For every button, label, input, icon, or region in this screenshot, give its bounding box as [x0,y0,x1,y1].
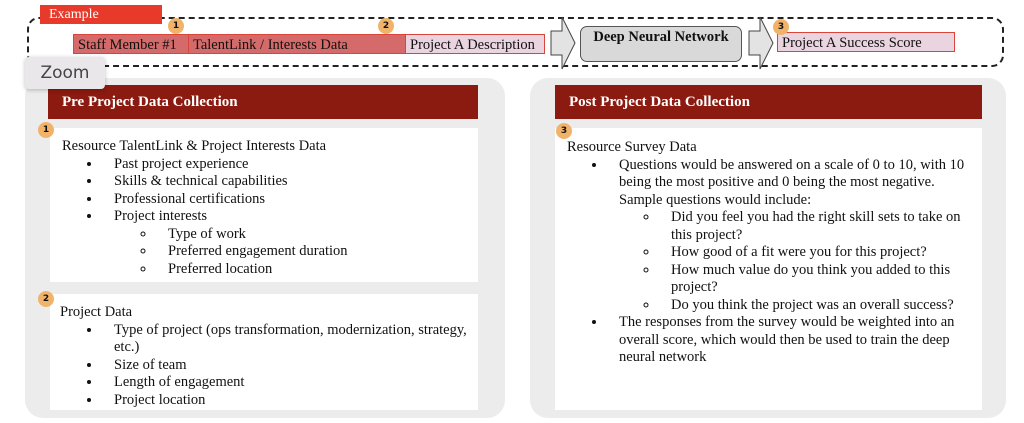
sub-list-item: Preferred location [156,261,478,279]
arrow-right-icon [550,16,576,70]
sub-list-item: Preferred engagement duration [156,243,478,261]
step-badge-3: 3 [773,19,789,35]
example-flow-frame [27,17,1004,67]
sub-list-item: Do you think the project was an overall … [659,297,970,315]
step-badge-2: 2 [38,291,54,307]
talentlink-cell: TalentLink / Interests Data [188,34,406,54]
staff-member-cell: Staff Member #1 [73,34,189,54]
list-item: Questions would be answered on a scale o… [607,157,970,315]
sub-list-item: How good of a fit were you for this proj… [659,244,970,262]
list-item: Type of project (ops transformation, mod… [102,322,478,357]
project-description-cell: Project A Description [405,34,545,54]
sub-list-item: How much value do you think you added to… [659,262,970,297]
step-badge-1: 1 [168,18,184,34]
section-heading: Project Data [60,304,133,320]
sub-list-item: Did you feel you had the right skill set… [659,209,970,244]
step-badge-1: 1 [38,122,54,138]
survey-section: Resource Survey Data Questions would be … [555,128,982,410]
step-badge-2: 2 [378,18,394,34]
success-score-cell: Project A Success Score [777,32,955,52]
section-heading: Resource TalentLink & Project Interests … [62,138,327,154]
arrow-right-icon [748,16,774,70]
pre-project-header: Pre Project Data Collection [48,85,478,119]
list-item: Past project experience [102,156,478,174]
deep-neural-network-box: Deep Neural Network [580,26,742,62]
list-item: Size of team [102,357,478,375]
list-item: Professional certifications [102,191,478,209]
talentlink-section: Resource TalentLink & Project Interests … [50,128,478,282]
post-project-header: Post Project Data Collection [555,85,982,119]
list-item: Project location [102,392,478,410]
step-badge-3: 3 [556,123,572,139]
section-heading: Resource Survey Data [567,139,697,155]
list-item: The responses from the survey would be w… [607,314,970,367]
list-item: Skills & technical capabilities [102,173,478,191]
sub-list-item: Type of work [156,226,478,244]
project-data-section: Project Data Type of project (ops transf… [50,294,478,410]
list-item: Project interests Type of work Preferred… [102,208,478,278]
zoom-tooltip[interactable]: Zoom [25,57,105,89]
example-label: Example [40,5,162,24]
list-item: Length of engagement [102,374,478,392]
